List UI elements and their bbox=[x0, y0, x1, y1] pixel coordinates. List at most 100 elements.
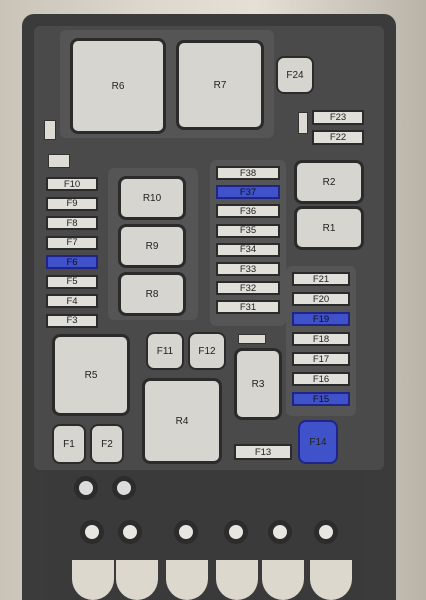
terminal-cap bbox=[74, 476, 98, 500]
fuse-label: F19 bbox=[312, 313, 330, 325]
terminal-stud bbox=[118, 520, 142, 544]
cable-notch bbox=[72, 560, 114, 600]
relay-f11[interactable]: F11 bbox=[146, 332, 184, 370]
relay-r2[interactable]: R2 bbox=[294, 160, 364, 204]
relay-label: R10 bbox=[142, 192, 162, 204]
relay-label: R8 bbox=[145, 288, 159, 300]
relay-r5[interactable]: R5 bbox=[52, 334, 130, 416]
relay-label: F11 bbox=[156, 345, 174, 357]
relay-r9[interactable]: R9 bbox=[118, 224, 186, 268]
fuse-label: F4 bbox=[66, 295, 78, 307]
fuse-label: F20 bbox=[312, 293, 330, 305]
terminal-stud bbox=[174, 520, 198, 544]
fuse-label: F37 bbox=[239, 186, 257, 198]
fuse-f38[interactable]: F38 bbox=[216, 166, 280, 180]
fuse-f5[interactable]: F5 bbox=[46, 274, 98, 289]
cable-notch bbox=[262, 560, 304, 600]
fuse-f23[interactable]: F23 bbox=[312, 110, 364, 125]
relay-label: R3 bbox=[251, 378, 265, 390]
relay-label: R6 bbox=[111, 80, 125, 92]
fuse-f21[interactable]: F21 bbox=[292, 272, 350, 286]
terminal-cap bbox=[112, 476, 136, 500]
fuse-f4[interactable]: F4 bbox=[46, 294, 98, 308]
fuse-label: F21 bbox=[312, 273, 330, 285]
slot-marker bbox=[48, 154, 70, 168]
terminal-stud bbox=[314, 520, 338, 544]
fuse-label: F31 bbox=[239, 301, 257, 313]
fuse-f18[interactable]: F18 bbox=[292, 332, 350, 346]
relay-r6[interactable]: R6 bbox=[70, 38, 166, 134]
cable-notch bbox=[216, 560, 258, 600]
fuse-f36[interactable]: F36 bbox=[216, 204, 280, 219]
slot-marker bbox=[298, 112, 308, 134]
relay-label: F1 bbox=[63, 438, 75, 450]
terminal-stud bbox=[224, 520, 248, 544]
fuse-label: F15 bbox=[312, 393, 330, 405]
relay-label: R9 bbox=[145, 240, 159, 252]
terminal-stud bbox=[80, 520, 104, 544]
fuse-f22[interactable]: F22 bbox=[312, 130, 364, 145]
relay-r8[interactable]: R8 bbox=[118, 272, 186, 316]
relay-r3[interactable]: R3 bbox=[234, 348, 282, 420]
fuse-label: F13 bbox=[254, 446, 272, 458]
fuse-f32[interactable]: F32 bbox=[216, 281, 280, 296]
relay-f1[interactable]: F1 bbox=[52, 424, 86, 464]
fuse-f17[interactable]: F17 bbox=[292, 352, 350, 366]
relay-f24[interactable]: F24 bbox=[276, 56, 314, 94]
fuse-f9[interactable]: F9 bbox=[46, 196, 98, 211]
relay-label: R4 bbox=[175, 415, 189, 427]
fuse-label: F38 bbox=[239, 167, 257, 179]
relay-label: R1 bbox=[322, 222, 336, 234]
fuse-label: F23 bbox=[329, 112, 347, 123]
relay-label: F2 bbox=[101, 438, 113, 450]
slot-marker bbox=[238, 334, 266, 344]
fuse-label: F7 bbox=[66, 237, 78, 248]
fuse-f35[interactable]: F35 bbox=[216, 223, 280, 238]
fuse-f16[interactable]: F16 bbox=[292, 372, 350, 386]
fuse-f31[interactable]: F31 bbox=[216, 300, 280, 315]
terminal-stud bbox=[268, 520, 292, 544]
fuse-f13[interactable]: F13 bbox=[234, 444, 292, 460]
relay-label: F12 bbox=[198, 345, 216, 357]
relay-label: R2 bbox=[322, 176, 336, 188]
relay-r4[interactable]: R4 bbox=[142, 378, 222, 464]
fuse-label: F3 bbox=[66, 315, 78, 326]
cable-notch bbox=[310, 560, 352, 600]
fuse-f6[interactable]: F6 bbox=[46, 255, 98, 269]
fuse-label: F10 bbox=[63, 178, 81, 190]
relay-r10[interactable]: R10 bbox=[118, 176, 186, 220]
fuse-label: F5 bbox=[66, 276, 78, 287]
fuse-label: F35 bbox=[239, 225, 257, 237]
fuse-label: F33 bbox=[239, 263, 257, 275]
fuse-f14[interactable]: F14 bbox=[298, 420, 338, 464]
fuse-label: F17 bbox=[312, 353, 330, 365]
fuse-label: F9 bbox=[66, 198, 78, 209]
relay-f2[interactable]: F2 bbox=[90, 424, 124, 464]
fuse-f34[interactable]: F34 bbox=[216, 242, 280, 257]
fuse-f37[interactable]: F37 bbox=[216, 185, 280, 200]
fuse-label: F8 bbox=[66, 217, 78, 229]
fuse-label: F32 bbox=[239, 282, 257, 294]
fuse-label: F36 bbox=[239, 205, 257, 217]
fuse-f15[interactable]: F15 bbox=[292, 392, 350, 406]
fuse-f7[interactable]: F7 bbox=[46, 235, 98, 250]
fuse-label: F6 bbox=[66, 256, 78, 268]
fuse-f3[interactable]: F3 bbox=[46, 313, 98, 328]
relay-label: R5 bbox=[84, 369, 98, 381]
relay-r7[interactable]: R7 bbox=[176, 40, 264, 130]
relay-label: R7 bbox=[213, 79, 227, 91]
relay-label: F24 bbox=[286, 69, 304, 81]
slot-marker bbox=[44, 120, 56, 140]
fuse-f19[interactable]: F19 bbox=[292, 312, 350, 326]
fuse-label: F16 bbox=[312, 373, 330, 385]
cable-notch bbox=[166, 560, 208, 600]
fuse-label: F34 bbox=[239, 244, 257, 256]
fuse-f8[interactable]: F8 bbox=[46, 216, 98, 230]
cable-notch bbox=[116, 560, 158, 600]
fuse-f33[interactable]: F33 bbox=[216, 262, 280, 276]
relay-f12[interactable]: F12 bbox=[188, 332, 226, 370]
fuse-f20[interactable]: F20 bbox=[292, 292, 350, 306]
fuse-f10[interactable]: F10 bbox=[46, 177, 98, 191]
relay-r1[interactable]: R1 bbox=[294, 206, 364, 250]
fuse-label: F22 bbox=[329, 132, 347, 143]
